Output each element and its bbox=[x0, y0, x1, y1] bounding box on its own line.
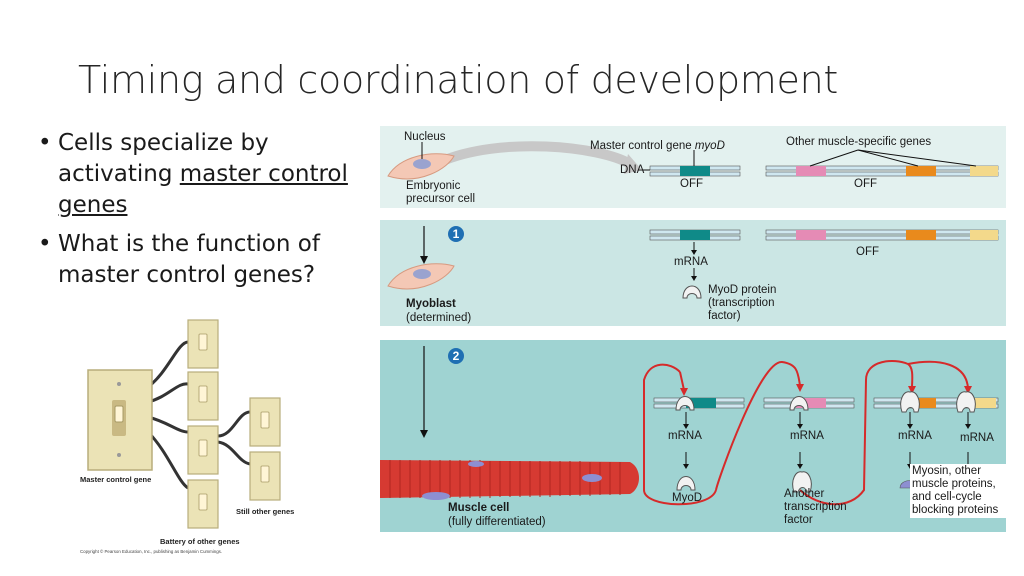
myoblast-label: Myoblast bbox=[406, 298, 456, 310]
another-tf-label: Another transcription factor bbox=[784, 488, 847, 526]
dna-label: DNA bbox=[620, 164, 645, 176]
master-control-gene-label: Master control gene bbox=[80, 475, 151, 484]
bullet-text: Cells specialize by activating bbox=[58, 130, 269, 187]
mrna-label-4: mRNA bbox=[960, 432, 994, 444]
still-other-genes-label: Still other genes bbox=[236, 507, 294, 516]
copyright-text: Copyright © Pearson Education, Inc., pub… bbox=[80, 549, 222, 554]
off-label: OFF bbox=[856, 246, 879, 258]
off-label-other: OFF bbox=[854, 178, 877, 190]
bullet-item: Cells specialize by activating master co… bbox=[38, 128, 378, 221]
mrna-label-3: mRNA bbox=[898, 430, 932, 442]
panel-2-graphics bbox=[387, 226, 999, 299]
muscle-cell-state: (fully differentiated) bbox=[448, 516, 546, 528]
myosin-proteins-label: Myosin, other muscle proteins, and cell-… bbox=[910, 464, 1010, 518]
master-gene-label: Master control gene myoD bbox=[590, 140, 725, 153]
myod-gene-name: myoD bbox=[694, 140, 725, 152]
master-gene-prefix: Master control gene bbox=[590, 140, 695, 152]
bullet-item: What is the function of master control g… bbox=[38, 229, 378, 291]
panel-3-graphics bbox=[380, 346, 999, 506]
slide-title: Timing and coordination of development bbox=[78, 58, 838, 102]
panel-muscle-cell: 2 mRNA mRNA mRNA mRNA MyoD Another trans… bbox=[380, 340, 1010, 532]
panel-myoblast: 1 mRNA MyoD protein (transcription facto… bbox=[380, 220, 1006, 326]
mrna-label-1: mRNA bbox=[668, 430, 702, 442]
step-1-badge: 1 bbox=[448, 226, 464, 242]
myod-protein-label: MyoD protein (transcription factor) bbox=[708, 284, 777, 322]
mrna-label: mRNA bbox=[674, 256, 708, 268]
muscle-cell-label: Muscle cell bbox=[448, 502, 510, 514]
embryonic-cell-label: Embryonic precursor cell bbox=[406, 180, 476, 205]
myoblast-state: (determined) bbox=[406, 312, 472, 324]
master-control-genes-term: master control genes bbox=[58, 161, 348, 218]
light-switch-figure: Master control gene Still other genes Ba… bbox=[78, 312, 308, 558]
bullet-text: What is the function of master control g… bbox=[58, 231, 320, 288]
bullet-list: Cells specialize by activating master co… bbox=[38, 128, 378, 299]
nucleus-label: Nucleus bbox=[404, 131, 446, 143]
panel-embryonic: Nucleus Embryonic precursor cell Master … bbox=[380, 126, 1006, 208]
other-genes-label: Other muscle-specific genes bbox=[786, 136, 932, 148]
myod-label: MyoD bbox=[672, 492, 703, 504]
step-2-badge: 2 bbox=[448, 348, 464, 364]
gene-expression-diagram: Nucleus Embryonic precursor cell Master … bbox=[380, 126, 1010, 532]
panel-1-graphics bbox=[387, 141, 999, 180]
light-switch-illustration: Master control gene Still other genes Ba… bbox=[80, 319, 294, 554]
battery-label: Battery of other genes bbox=[160, 537, 240, 546]
off-label-master: OFF bbox=[680, 178, 703, 190]
mrna-label-2: mRNA bbox=[790, 430, 824, 442]
